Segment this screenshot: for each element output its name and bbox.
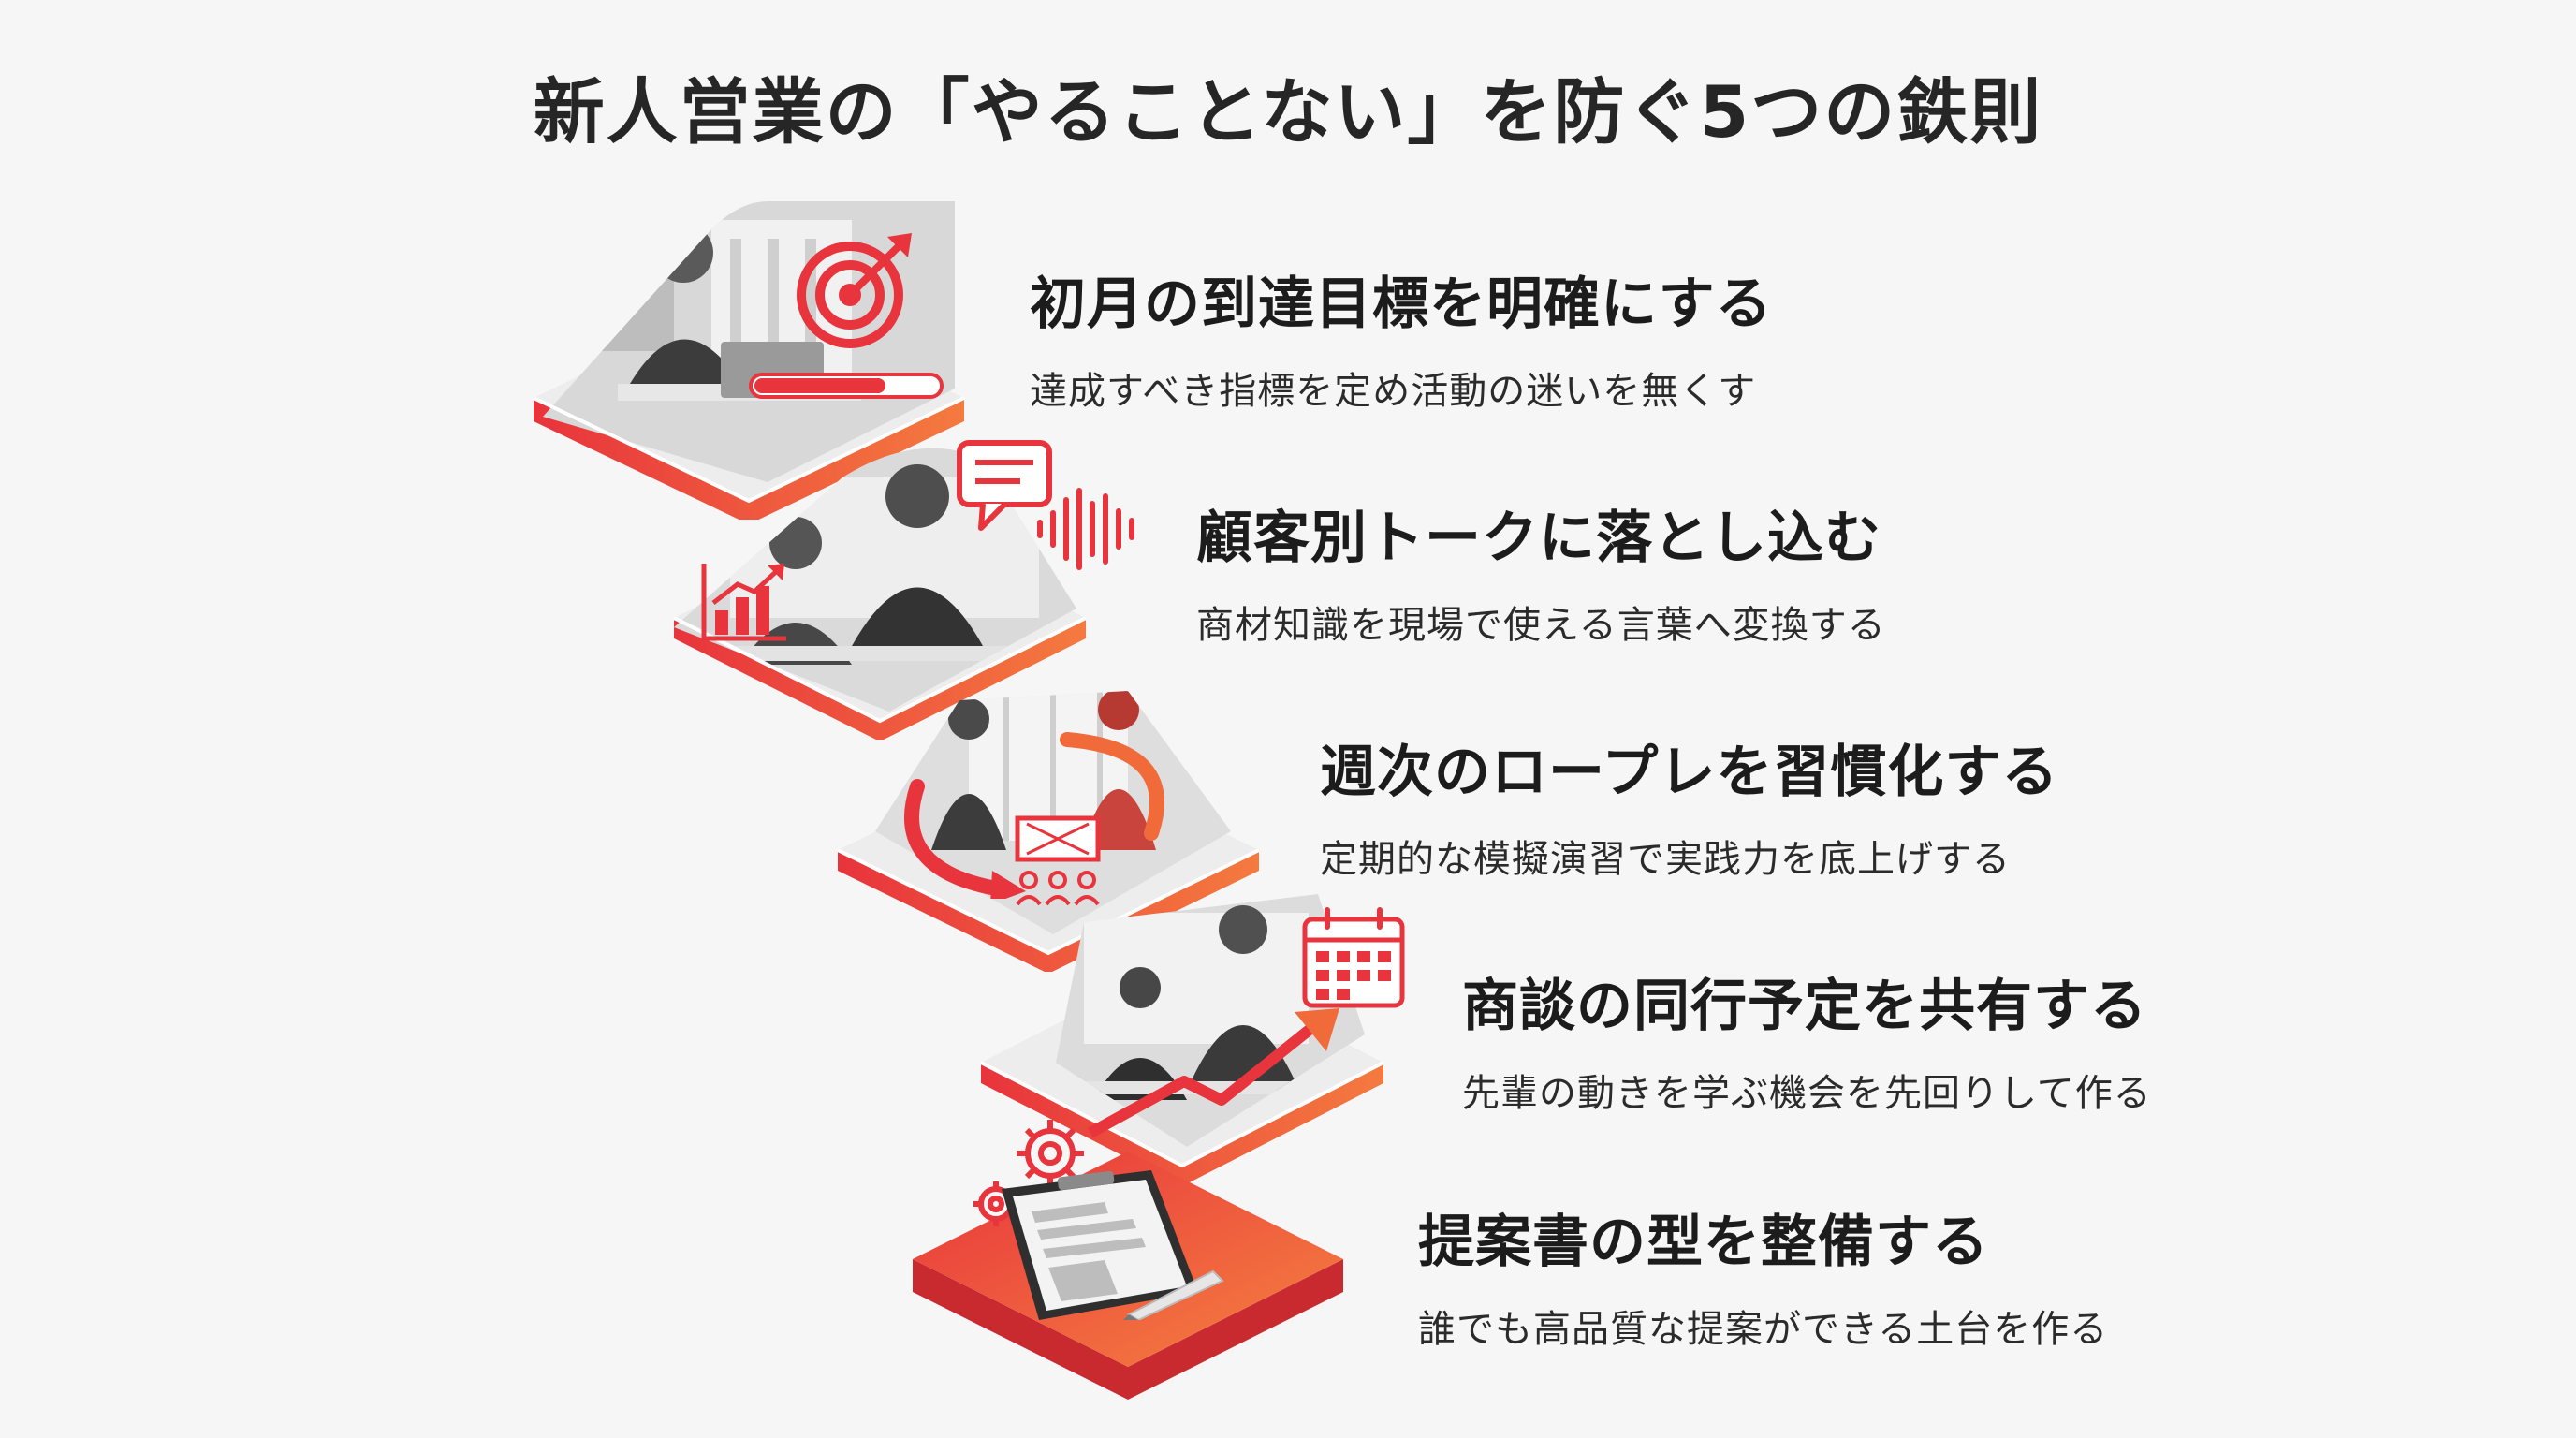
step-3-text: 週次のロープレを習慣化する 定期的な模擬演習で実践力を底上げする (1320, 726, 2058, 883)
step-5-description: 誰でも高品質な提案ができる土台を作る (1418, 1308, 2109, 1351)
step-1-description: 達成すべき指標を定め活動の迷いを無くす (1030, 370, 1757, 413)
sound-wave-icon (1034, 487, 1147, 571)
step-1-heading: 初月の到達目標を明確にする (1030, 271, 1773, 337)
bar-chart-icon (700, 560, 790, 642)
step-4-heading: 商談の同行予定を共有する (1462, 974, 2147, 1039)
step-1-illustration (524, 201, 973, 520)
step-4-description: 先輩の動きを学ぶ機会を先回りして作る (1462, 1072, 2152, 1115)
step-5-heading: 提案書の型を整備する (1418, 1210, 1989, 1275)
step-1-text: 初月の到達目標を明確にする 達成すべき指標を定め活動の迷いを無くす (1030, 258, 1773, 415)
gear-icon (964, 1114, 1095, 1236)
speech-bubble-icon (955, 438, 1058, 532)
growth-arrow-icon (1081, 997, 1343, 1137)
cycle-arrow-icon (880, 730, 1189, 899)
calendar-icon (1301, 906, 1406, 1009)
step-3-description: 定期的な模擬演習で実践力を底上げする (1320, 838, 2011, 881)
pen-icon (1123, 1264, 1226, 1320)
step-4-illustration (981, 894, 1383, 1194)
step-2-text: 顧客別トークに落とし込む 商材知識を現場で使える言葉へ変換する (1196, 492, 1886, 649)
page-title: 新人営業の「やることない」を防ぐ5つの鉄則 (533, 70, 2043, 154)
target-icon (794, 229, 915, 351)
step-3-heading: 週次のロープレを習慣化する (1320, 740, 2059, 805)
tablet-document-icon (964, 1170, 1208, 1329)
step-2-heading: 顧客別トークに落とし込む (1196, 506, 1881, 571)
step-2-description: 商材知識を現場で使える言葉へ変換する (1196, 604, 1886, 647)
step-5-text: 提案書の型を整備する 誰でも高品質な提案ができる土台を作る (1418, 1196, 2108, 1353)
audience-icon (1006, 814, 1109, 908)
step-4-text: 商談の同行予定を共有する 先輩の動きを学ぶ機会を先回りして作る (1462, 961, 2152, 1117)
progress-bar-icon (749, 373, 945, 401)
